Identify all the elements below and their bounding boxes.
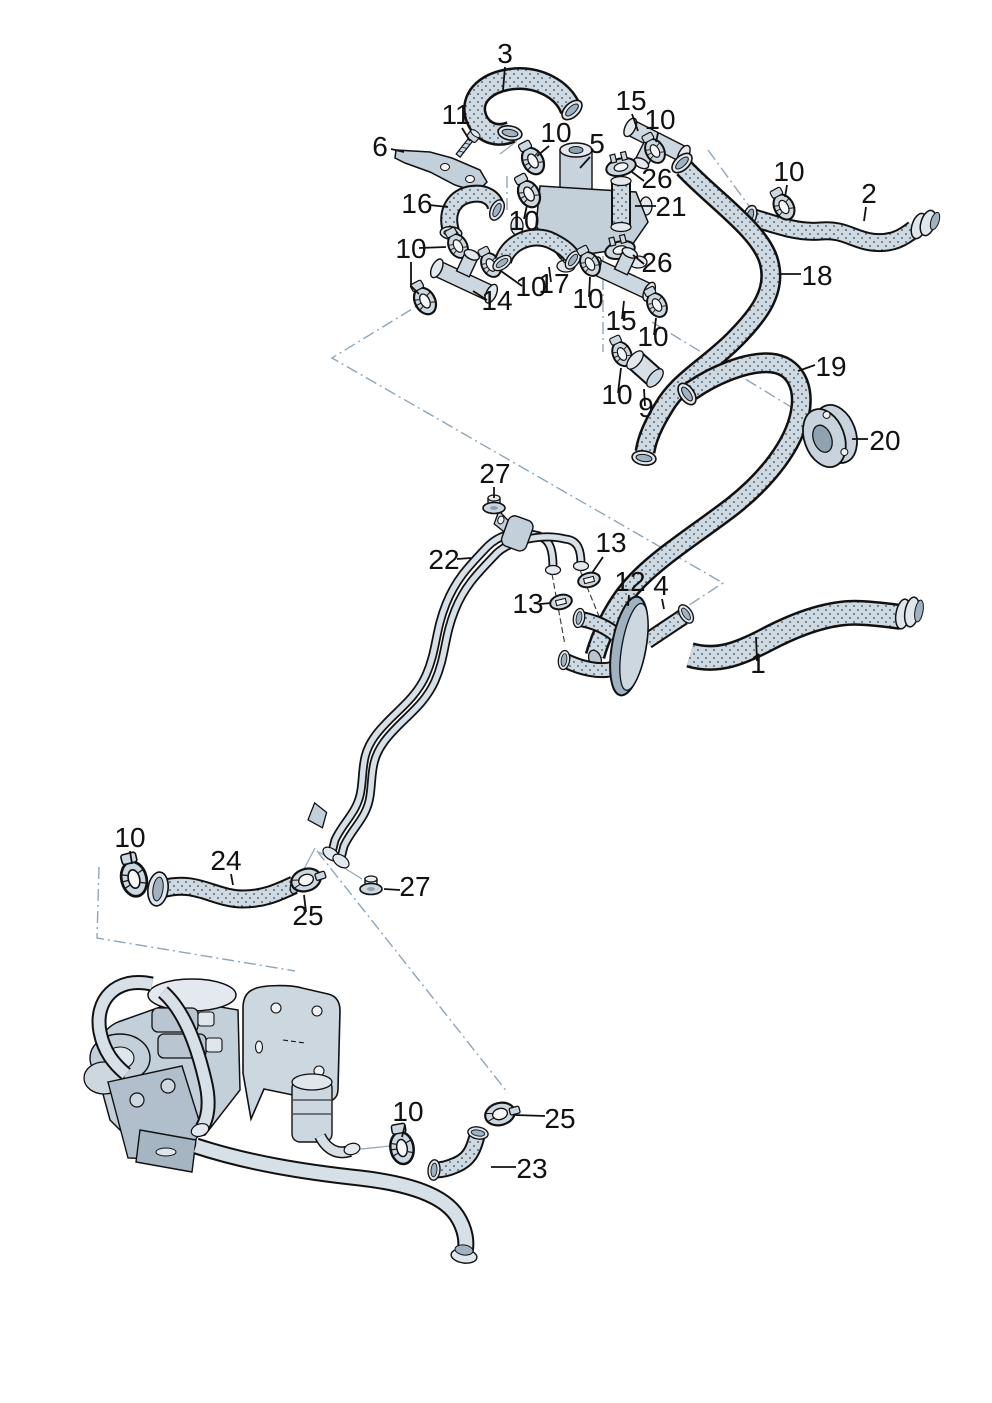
spring-clamp-26-a xyxy=(602,148,639,180)
callout-26-b[interactable]: 26 xyxy=(641,247,672,278)
callout-11[interactable]: 11 xyxy=(441,99,470,130)
callout-14[interactable]: 14 xyxy=(481,285,512,316)
callout-21[interactable]: 21 xyxy=(655,191,686,222)
callout-1[interactable]: 1 xyxy=(750,648,766,679)
callout-25-a[interactable]: 25 xyxy=(292,900,323,931)
callout-3[interactable]: 3 xyxy=(497,38,513,69)
callout-24[interactable]: 24 xyxy=(210,845,241,876)
callout-5[interactable]: 5 xyxy=(589,128,605,159)
clip-13-upper xyxy=(575,569,603,591)
clamp-10-f xyxy=(639,283,672,322)
callout-4[interactable]: 4 xyxy=(653,570,669,601)
callout-27-b[interactable]: 27 xyxy=(399,871,430,902)
hose-3 xyxy=(463,67,587,146)
callout-22[interactable]: 22 xyxy=(428,544,459,575)
hose-16 xyxy=(438,184,508,241)
auxiliary-heater-unit xyxy=(83,975,478,1264)
callout-10-j[interactable]: 10 xyxy=(392,1096,423,1127)
callout-13-b[interactable]: 13 xyxy=(512,588,543,619)
parts xyxy=(83,67,941,1264)
callout-20[interactable]: 20 xyxy=(869,425,900,456)
clamp-25-b xyxy=(481,1097,524,1130)
hose-23 xyxy=(426,1124,490,1182)
callout-10-a[interactable]: 10 xyxy=(540,117,571,148)
callout-10-e[interactable]: 10 xyxy=(644,104,675,135)
clip-13-lower xyxy=(547,591,575,613)
callout-12[interactable]: 12 xyxy=(614,566,645,597)
clamp-10-i xyxy=(114,849,152,901)
callout-10-g[interactable]: 10 xyxy=(601,379,632,410)
callout-19[interactable]: 19 xyxy=(815,351,846,382)
callout-27-a[interactable]: 27 xyxy=(479,458,510,489)
callout-16[interactable]: 16 xyxy=(401,188,432,219)
callout-18[interactable]: 18 xyxy=(801,260,832,291)
flange-20 xyxy=(802,404,858,468)
bolt-11 xyxy=(455,129,481,158)
hose-4 xyxy=(642,601,698,649)
callout-10-k[interactable]: 10 xyxy=(515,271,546,302)
flange-12 xyxy=(609,595,649,697)
hose-2 xyxy=(739,203,941,253)
callout-10-h[interactable]: 10 xyxy=(773,156,804,187)
callout-17[interactable]: 17 xyxy=(538,268,569,299)
hose-21 xyxy=(610,175,632,233)
twin-pipe-22 xyxy=(307,509,590,869)
sleeve-9 xyxy=(626,350,664,388)
callout-13-a[interactable]: 13 xyxy=(595,527,626,558)
hose-17 xyxy=(489,228,585,275)
callout-10-d[interactable]: 10 xyxy=(572,283,603,314)
hose-18 xyxy=(630,148,782,468)
hose-24 xyxy=(147,871,303,909)
callout-10-c[interactable]: 10 xyxy=(395,233,426,264)
callout-15a[interactable]: 15 xyxy=(615,85,646,116)
callout-15b[interactable]: 15 xyxy=(605,305,636,336)
hose-19 xyxy=(584,352,812,669)
callout-10-b[interactable]: 10 xyxy=(508,205,539,236)
callout-10-i[interactable]: 10 xyxy=(114,822,145,853)
callout-10-f[interactable]: 10 xyxy=(637,321,668,352)
callout-labels: 3 11 6 15 10 5 10 26 21 16 10 10 10 2 14… xyxy=(114,38,900,1184)
callout-26-a[interactable]: 26 xyxy=(641,163,672,194)
callout-23[interactable]: 23 xyxy=(516,1153,547,1184)
hose-1 xyxy=(686,596,924,671)
callout-2[interactable]: 2 xyxy=(861,178,877,209)
callout-9[interactable]: 9 xyxy=(638,392,654,423)
nut-27-b xyxy=(359,875,383,896)
callout-25-b[interactable]: 25 xyxy=(544,1103,575,1134)
callout-6[interactable]: 6 xyxy=(372,131,388,162)
leader-lines xyxy=(129,66,868,1168)
clamp-10-j xyxy=(385,1120,418,1168)
